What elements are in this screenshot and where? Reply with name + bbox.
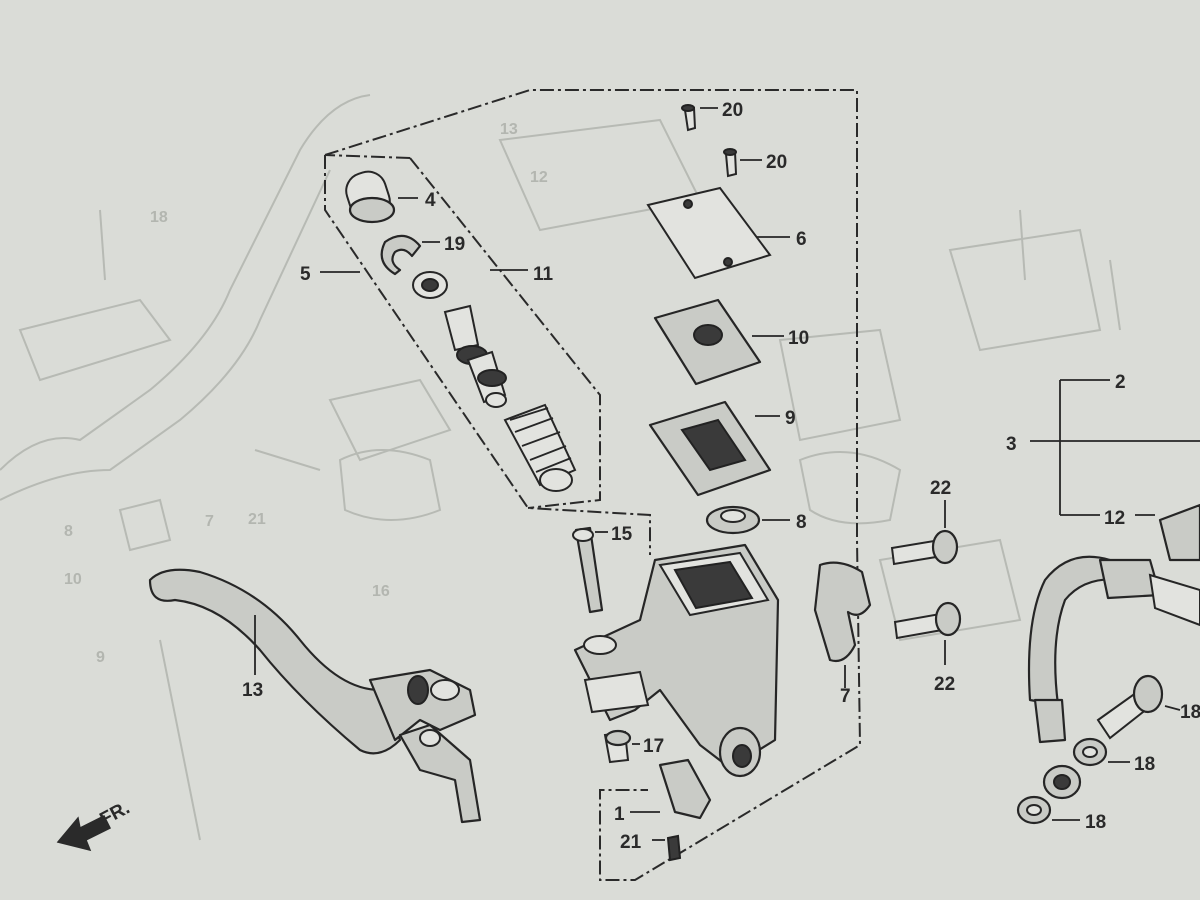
callout-20: 20 xyxy=(766,152,787,173)
master-cylinder-body xyxy=(572,526,780,862)
ghost-label: 18 xyxy=(150,209,168,226)
ghost-label: 8 xyxy=(64,523,73,540)
callout-11: 11 xyxy=(533,264,554,285)
callout-7: 7 xyxy=(840,686,851,707)
piston-kit-inner-frame xyxy=(409,157,601,509)
callout-3: 3 xyxy=(1006,434,1017,455)
ghost-label: 13 xyxy=(500,121,518,138)
callout-18: 18 xyxy=(1085,812,1106,833)
brake-hose-assembly xyxy=(1016,379,1200,825)
callout-15: 15 xyxy=(611,524,633,545)
ghost-label: 10 xyxy=(64,571,82,588)
callout-17: 17 xyxy=(643,736,664,757)
ghost-label: 9 xyxy=(96,649,105,666)
ghost-label: 16 xyxy=(372,583,390,600)
callout-19: 19 xyxy=(444,234,465,255)
piston-kit-parts xyxy=(345,170,577,492)
ghost-label: 21 xyxy=(248,511,266,528)
callout-22: 22 xyxy=(930,478,951,499)
brake-lever xyxy=(148,568,482,824)
callout-labels: 20 20 4 19 6 5 11 10 9 2 3 22 22 8 12 15… xyxy=(242,100,1200,853)
ghost-label: 7 xyxy=(205,513,214,530)
callout-10: 10 xyxy=(788,328,809,349)
assembly-frames xyxy=(324,89,862,881)
clamp-and-bolts xyxy=(813,529,962,663)
leader-lines xyxy=(254,107,1181,841)
callout-8: 8 xyxy=(796,512,807,533)
callout-18: 18 xyxy=(1134,754,1155,775)
callout-4: 4 xyxy=(425,190,436,211)
callout-2: 2 xyxy=(1115,372,1126,393)
callout-1: 1 xyxy=(614,804,625,825)
piston-kit-frame xyxy=(324,155,651,555)
front-arrow-icon xyxy=(56,814,112,852)
callout-9: 9 xyxy=(785,408,796,429)
callout-12: 12 xyxy=(1104,508,1125,529)
callout-21: 21 xyxy=(620,832,642,853)
ghost-label: 12 xyxy=(530,169,548,186)
master-cylinder-frame xyxy=(324,89,862,881)
reservoir-parts xyxy=(646,104,772,535)
callout-20: 20 xyxy=(722,100,743,121)
callout-18: 18 xyxy=(1180,702,1200,723)
callout-6: 6 xyxy=(796,229,807,250)
front-direction-marker: FR. xyxy=(56,798,133,852)
callout-5: 5 xyxy=(300,264,311,285)
callout-13: 13 xyxy=(242,680,263,701)
callout-22: 22 xyxy=(934,674,955,695)
